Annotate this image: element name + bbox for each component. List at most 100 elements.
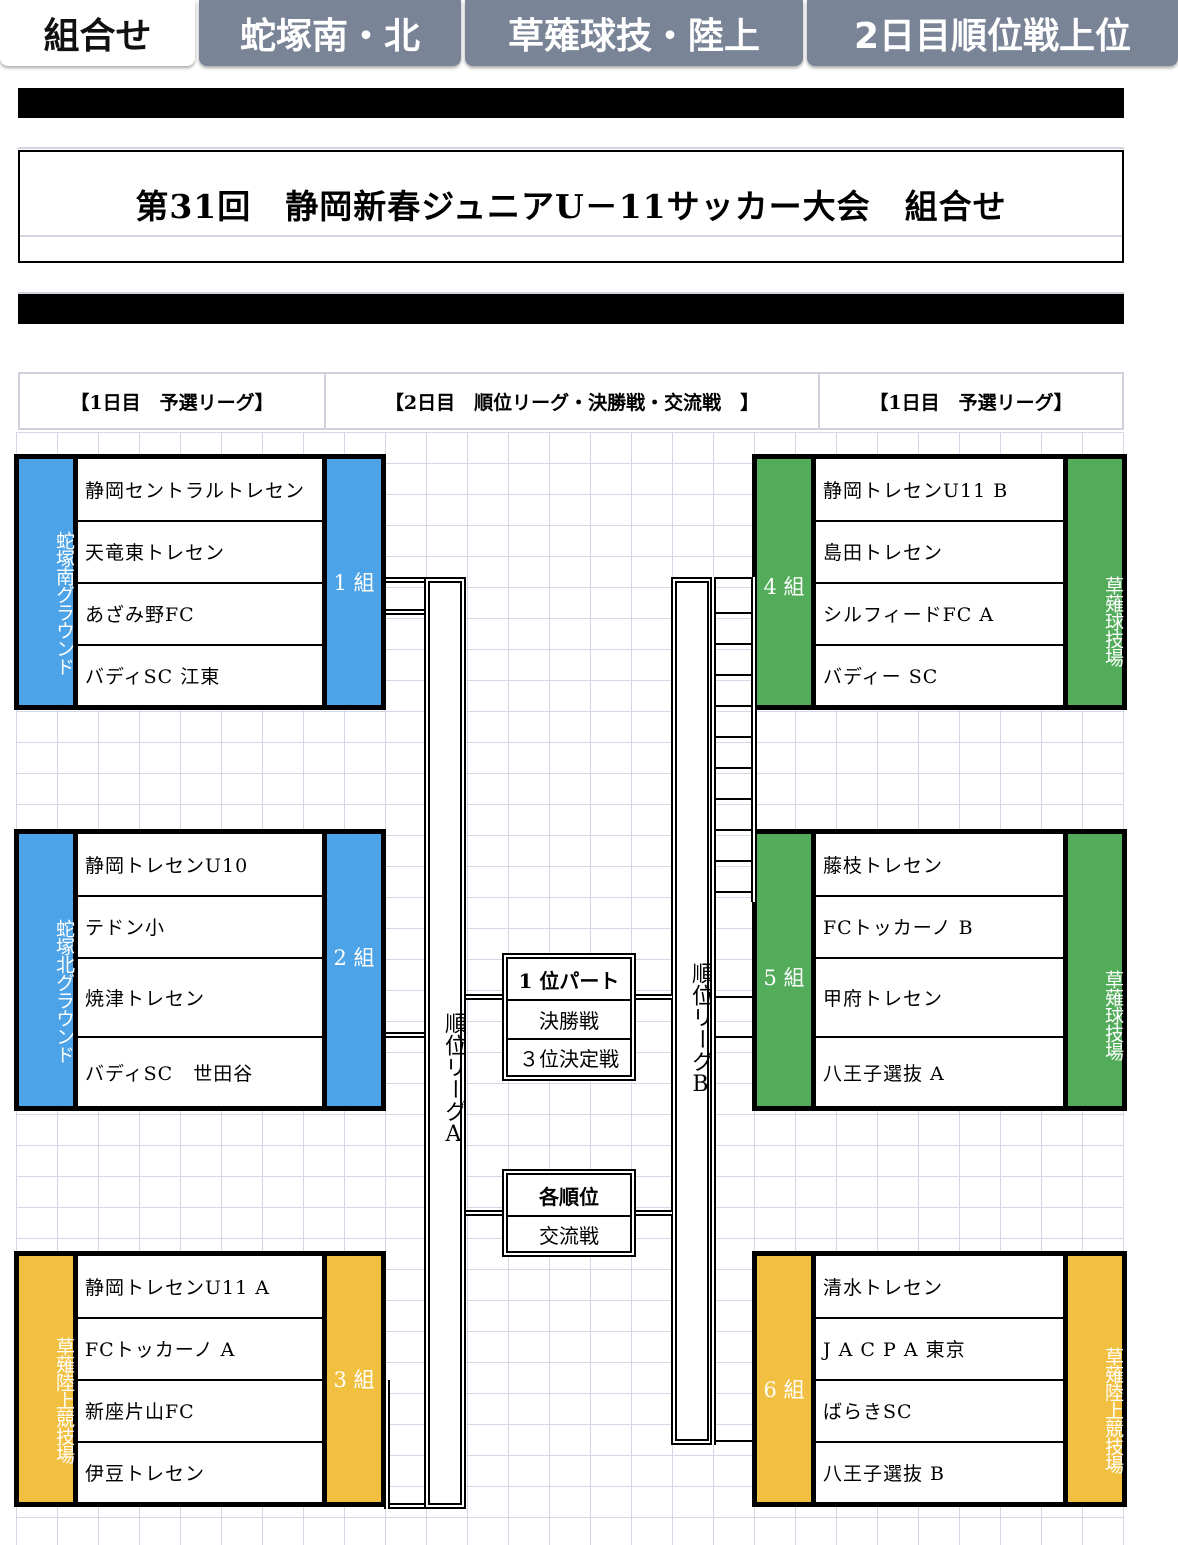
venue-label: 蛇塚北グラウンド xyxy=(53,919,75,1063)
team-name: 八王子選抜 B xyxy=(816,1441,1064,1503)
team-name: FCトッカーノ A xyxy=(78,1317,323,1379)
bracket-line xyxy=(714,736,756,738)
bracket-line xyxy=(714,860,756,862)
team-name: あざみ野FC xyxy=(78,582,323,644)
bracket-line xyxy=(714,1440,756,1442)
team-name: バディSC 江東 xyxy=(78,644,323,706)
venue-label: 草薙球技場 xyxy=(1102,576,1124,666)
exchange-match: 交流戦 xyxy=(508,1215,630,1251)
title-box: 第31回 静岡新春ジュニアU－11サッカー大会 組合せ xyxy=(18,150,1124,263)
bracket-line xyxy=(466,1210,508,1216)
team-name: 伊豆トレセン xyxy=(78,1441,323,1503)
tab-kusanagi[interactable]: 草薙球技・陸上 xyxy=(465,0,803,66)
team-name: 甲府トレセン xyxy=(816,957,1064,1036)
team-name: バディー SC xyxy=(816,644,1064,706)
league-b-label: 順位リーグB xyxy=(688,961,713,1097)
league-b-column: 順位リーグB xyxy=(671,577,713,1445)
group-5: 5 組 藤枝トレセン FCトッカーノ B 甲府トレセン 八王子選抜 A 草薙球技… xyxy=(752,829,1127,1111)
bracket-line xyxy=(714,829,756,831)
bracket-line xyxy=(710,577,716,1445)
each-rank: 各順位 xyxy=(539,1184,599,1209)
venue-cell: 草薙球技場 xyxy=(1063,829,1127,1111)
divider xyxy=(818,374,820,428)
group-label-cell: 5 組 xyxy=(752,829,816,1111)
league-a-label: 順位リーグA xyxy=(441,1011,466,1147)
venue-cell: 草薙陸上競技場 xyxy=(1063,1251,1127,1507)
title-top-bar xyxy=(18,88,1124,118)
header-day1-left: 【1日目 予選リーグ】 xyxy=(70,391,274,414)
venue-cell: 草薙球技場 xyxy=(1063,454,1127,710)
team-name: 焼津トレセン xyxy=(78,957,323,1036)
tab-hebizuka[interactable]: 蛇塚南・北 xyxy=(199,0,461,66)
divider xyxy=(20,235,1122,237)
group-6: 6 組 清水トレセン J A C P A 東京 ばらきSC 八王子選抜 B 草薙… xyxy=(752,1251,1127,1507)
team-list: 静岡トレセンU11 A FCトッカーノ A 新座片山FC 伊豆トレセン xyxy=(78,1251,323,1507)
bracket-line xyxy=(386,1503,428,1509)
bracket-line xyxy=(466,994,508,1000)
title-bottom-bar xyxy=(18,294,1124,324)
bracket-line xyxy=(714,577,756,579)
group-label-cell: 1 組 xyxy=(322,454,386,710)
team-name: J A C P A 東京 xyxy=(816,1317,1064,1379)
bracket-line xyxy=(386,609,428,615)
team-name: 静岡セントラルトレセン xyxy=(85,480,306,503)
group-label: 6 組 xyxy=(763,1378,805,1402)
team-name: 天竜東トレセン xyxy=(78,520,323,582)
divider xyxy=(324,374,326,428)
first-place-part: 1 位パート xyxy=(518,968,620,993)
header-day2: 【2日目 順位リーグ・決勝戦・交流戦 】 xyxy=(384,391,760,414)
team-name: 清水トレセン xyxy=(823,1277,944,1300)
tab-kumiawase[interactable]: 組合せ xyxy=(0,0,195,66)
group-3: 草薙陸上競技場 静岡トレセンU11 A FCトッカーノ A 新座片山FC 伊豆ト… xyxy=(14,1251,386,1507)
bracket-line xyxy=(630,994,672,1000)
header-day1-right: 【1日目 予選リーグ】 xyxy=(869,391,1073,414)
third-place-match: ３位決定戦 xyxy=(508,1038,630,1075)
venue-cell: 蛇塚南グラウンド xyxy=(14,454,78,710)
bracket-line xyxy=(714,705,756,707)
bracket-line xyxy=(714,1036,756,1038)
section-header: 【1日目 予選リーグ】 【2日目 順位リーグ・決勝戦・交流戦 】 【1日目 予選… xyxy=(18,372,1124,430)
venue-label: 草薙球技場 xyxy=(1102,970,1124,1060)
team-name: 島田トレセン xyxy=(816,520,1064,582)
group-2: 蛇塚北グラウンド 静岡トレセンU10 テドン小 焼津トレセン バディSC 世田谷… xyxy=(14,829,386,1111)
bracket-line xyxy=(714,891,756,893)
exchange-box: 各順位 交流戦 xyxy=(506,1173,632,1253)
group-label: 2 組 xyxy=(333,946,375,970)
team-name: 藤枝トレセン xyxy=(823,855,944,878)
tab-bar: 組合せ 蛇塚南・北 草薙球技・陸上 2日目順位戦上位 xyxy=(0,0,1178,68)
team-name: 静岡トレセンU11 A xyxy=(85,1277,270,1300)
team-list: 藤枝トレセン FCトッカーノ B 甲府トレセン 八王子選抜 A xyxy=(816,829,1064,1111)
bracket-line xyxy=(630,1210,672,1216)
group-label: 3 組 xyxy=(333,1368,375,1392)
team-name: 静岡トレセンU10 xyxy=(85,855,249,878)
final-match: 決勝戦 xyxy=(508,999,630,1038)
group-label-cell: 4 組 xyxy=(752,454,816,710)
group-4: 4 組 静岡トレセンU11 B 島田トレセン シルフィードFC A バディー S… xyxy=(752,454,1127,710)
team-list: 静岡トレセンU10 テドン小 焼津トレセン バディSC 世田谷 xyxy=(78,829,323,1111)
tab-day2-ranking[interactable]: 2日目順位戦上位 xyxy=(807,0,1178,66)
venue-label: 草薙陸上競技場 xyxy=(53,1337,75,1463)
bracket-line xyxy=(714,612,756,614)
divider xyxy=(18,292,1124,294)
team-name: 新座片山FC xyxy=(78,1379,323,1441)
venue-cell: 蛇塚北グラウンド xyxy=(14,829,78,1111)
group-label-cell: 3 組 xyxy=(322,1251,386,1507)
venue-label: 蛇塚南グラウンド xyxy=(53,531,75,675)
group-label-cell: 6 組 xyxy=(752,1251,816,1507)
team-name: 八王子選抜 A xyxy=(816,1036,1064,1106)
bracket-line xyxy=(751,577,757,902)
team-name: ばらきSC xyxy=(816,1379,1064,1441)
bracket-line xyxy=(714,643,756,645)
team-name: バディSC 世田谷 xyxy=(78,1036,323,1106)
team-list: 静岡セントラルトレセン 天竜東トレセン あざみ野FC バディSC 江東 xyxy=(78,454,323,710)
bracket-line xyxy=(386,577,428,583)
bracket-line xyxy=(714,996,756,998)
venue-label: 草薙陸上競技場 xyxy=(1102,1347,1124,1473)
team-name: テドン小 xyxy=(78,895,323,957)
group-label-cell: 2 組 xyxy=(322,829,386,1111)
group-label: 5 組 xyxy=(763,966,805,990)
team-name: 静岡トレセンU11 B xyxy=(823,480,1009,503)
bracket-line xyxy=(386,1032,428,1038)
divider xyxy=(18,147,1124,149)
bracket-line xyxy=(714,674,756,676)
